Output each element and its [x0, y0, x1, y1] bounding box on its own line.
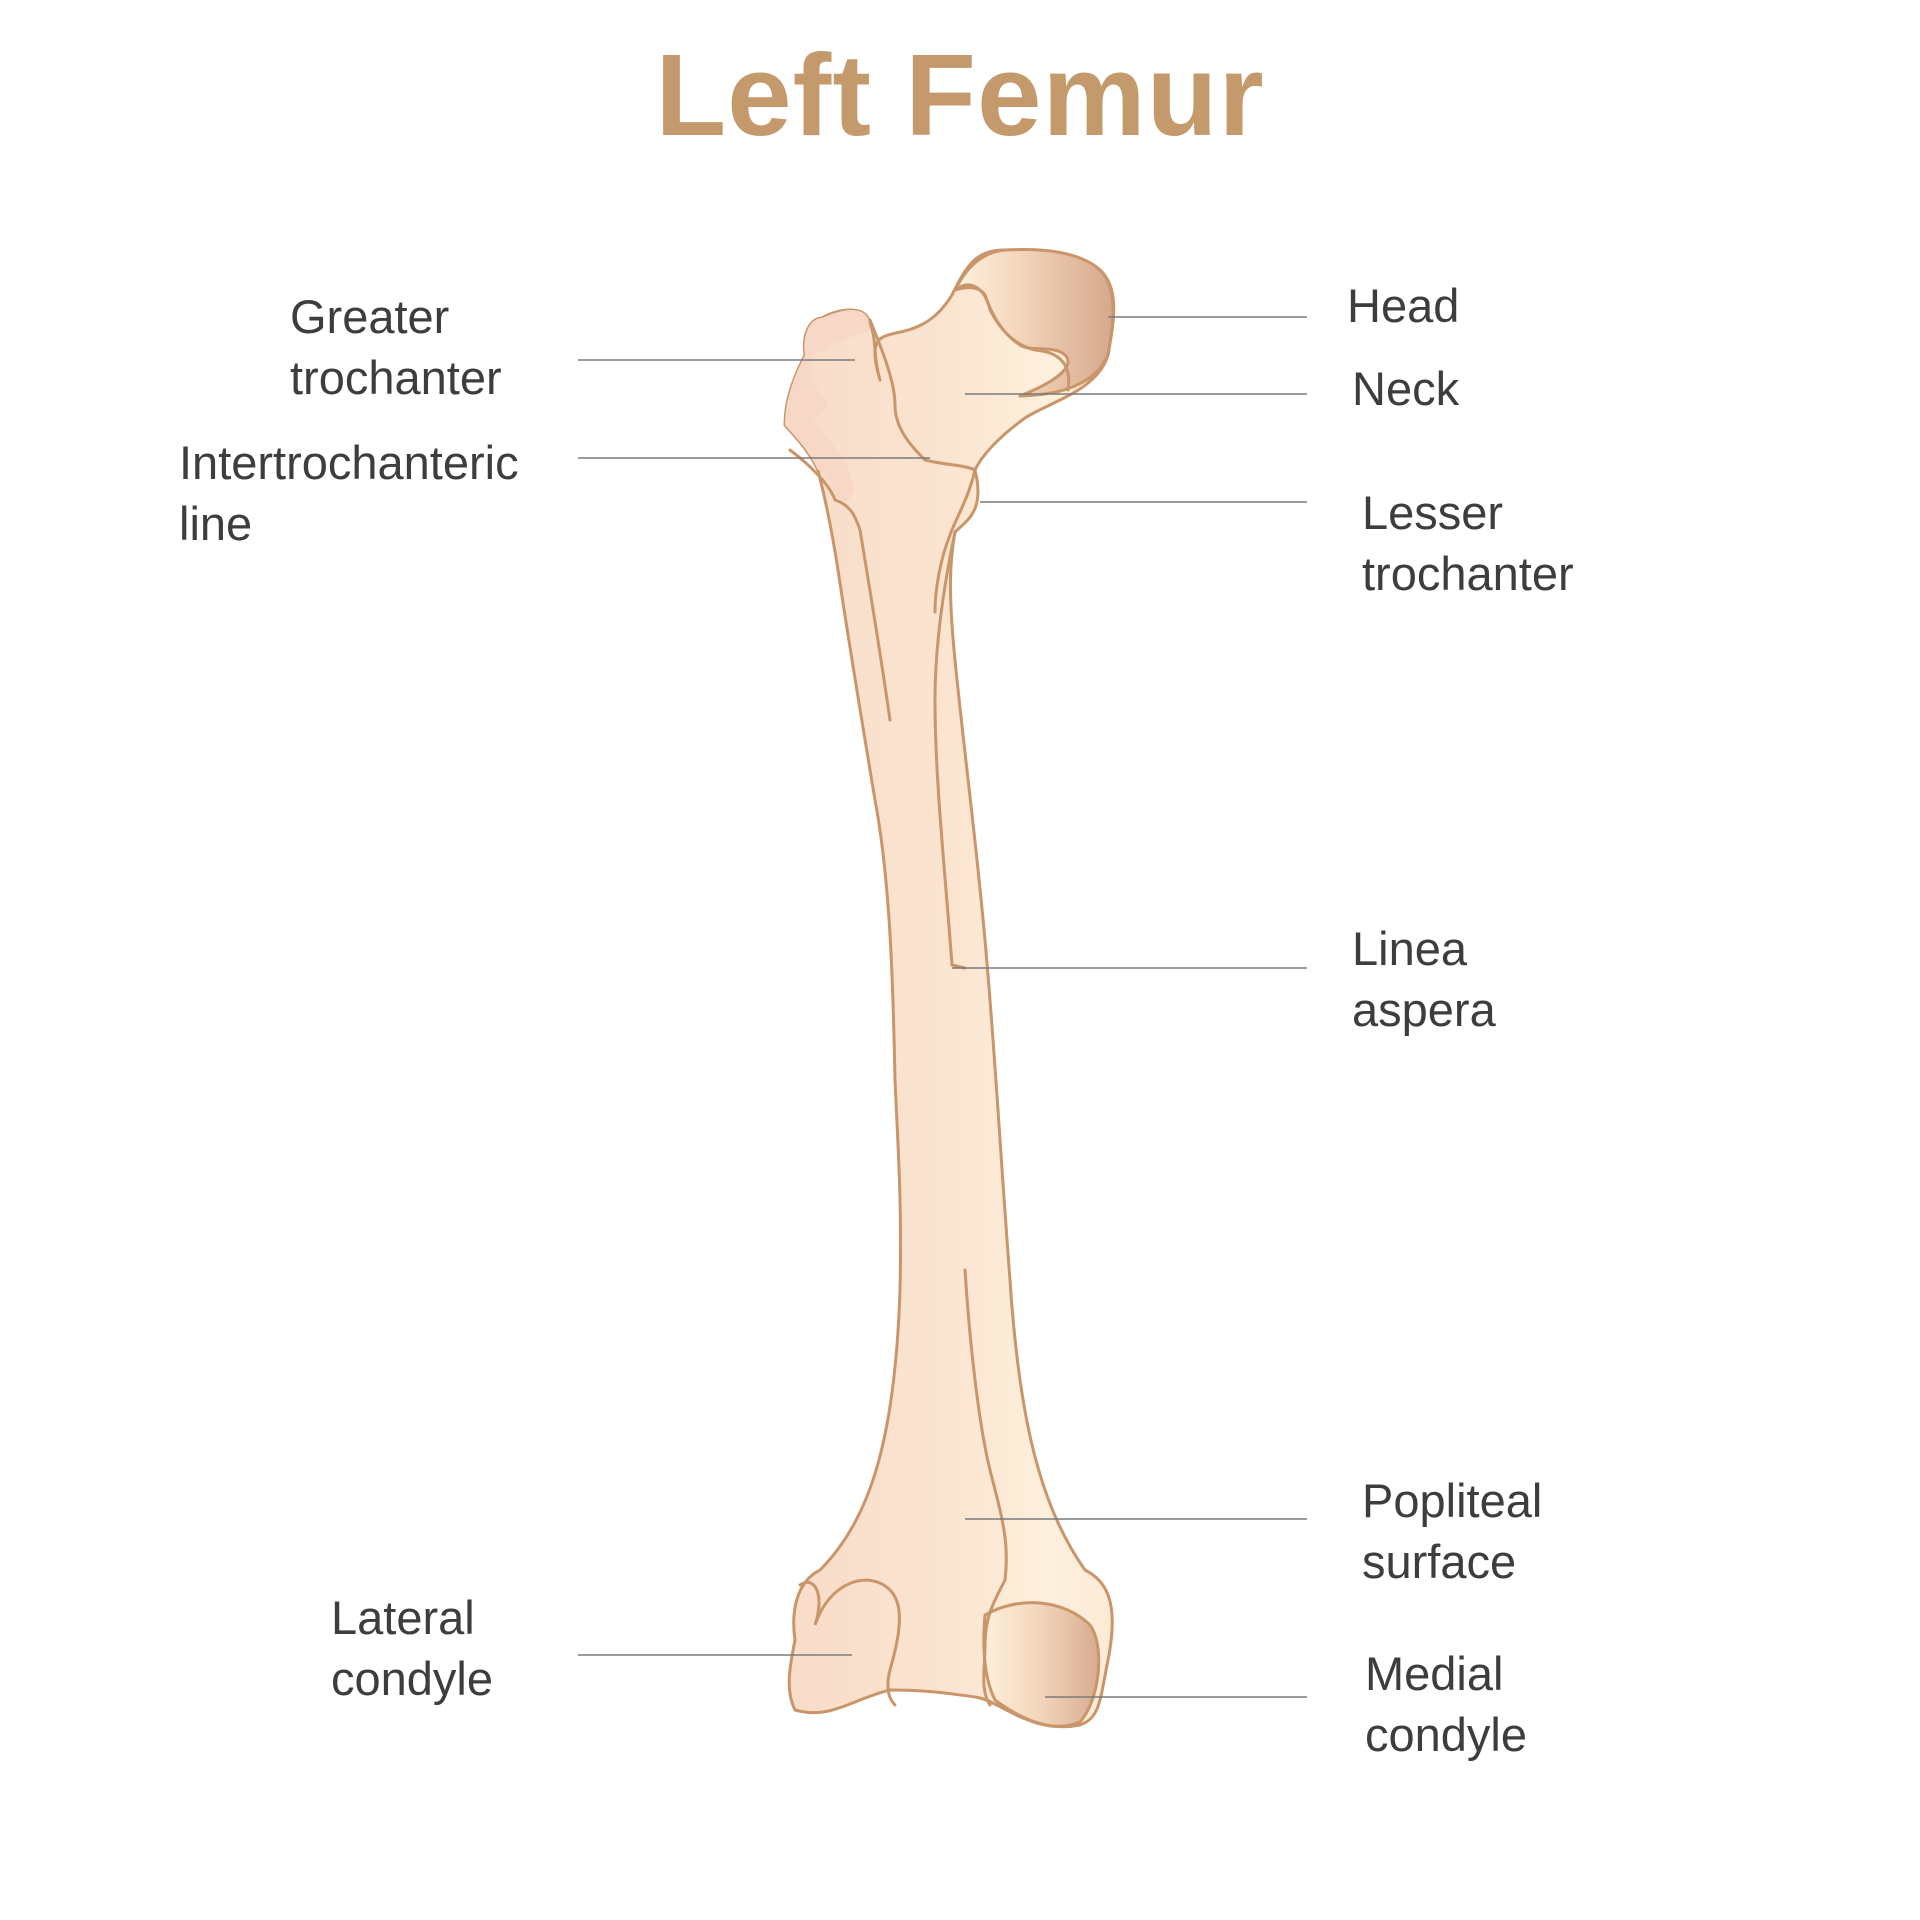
label-line: Head: [1347, 279, 1460, 332]
lateral-ridge-contour: [858, 528, 892, 722]
label-line: Medial: [1365, 1647, 1504, 1700]
greater-trochanter-contour: [868, 318, 977, 472]
label-line: Linea: [1352, 922, 1467, 975]
lateral-condyle-contour: [798, 1578, 901, 1707]
label-lesser-trochanter: Lesser trochanter: [1362, 482, 1574, 604]
label-line: trochanter: [1362, 547, 1574, 600]
label-line: Lesser: [1362, 486, 1504, 539]
label-line: condyle: [1365, 1708, 1527, 1761]
leader-lines: [578, 316, 1307, 1698]
greater-trochanter-shape: [785, 310, 870, 502]
intercondylar-contour: [982, 1578, 1007, 1707]
linea-aspera-contour: [933, 530, 967, 970]
diagram-title: Left Femur: [655, 30, 1265, 160]
label-lateral-condyle: Lateral condyle: [331, 1587, 493, 1709]
label-head: Head: [1347, 275, 1459, 336]
trochanter-base-contour: [788, 448, 862, 532]
femur-bone: [783, 248, 1116, 1729]
label-line: Neck: [1352, 362, 1460, 415]
head-neck-contour: [953, 283, 1071, 392]
lower-shaft-contour: [963, 1268, 1008, 1582]
label-popliteal-surface: Popliteal surface: [1362, 1470, 1542, 1592]
label-greater-trochanter: Greater trochanter: [290, 286, 502, 408]
label-line: aspera: [1352, 983, 1496, 1036]
label-line: Intertrochanteric: [179, 436, 519, 489]
label-linea-aspera: Linea aspera: [1352, 918, 1496, 1040]
label-medial-condyle: Medial condyle: [1365, 1643, 1527, 1765]
label-line: line: [179, 497, 253, 550]
lesser-trochanter-contour: [933, 468, 977, 614]
label-line: condyle: [331, 1652, 493, 1705]
label-line: Lateral: [331, 1591, 475, 1644]
label-line: trochanter: [290, 351, 502, 404]
label-neck: Neck: [1352, 358, 1459, 419]
bone-contours: [788, 283, 1071, 1707]
medial-condyle-shape: [982, 1601, 1101, 1728]
label-line: surface: [1362, 1535, 1517, 1588]
label-line: Greater: [290, 290, 450, 343]
label-line: Popliteal: [1362, 1474, 1543, 1527]
label-intertrochanteric-line: Intertrochanteric line: [179, 432, 519, 554]
